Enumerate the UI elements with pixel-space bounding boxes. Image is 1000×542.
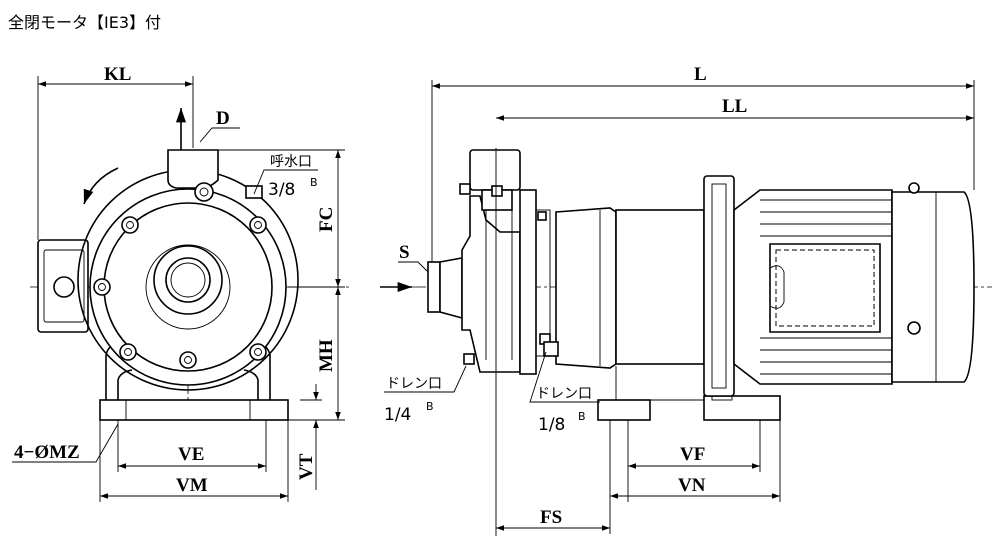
dim-FC: FC xyxy=(316,207,337,232)
dim-LL: LL xyxy=(722,96,747,117)
air-vent-thread: B xyxy=(310,176,318,189)
dim-VT: VT xyxy=(296,453,317,480)
dim-MZ: 4−ØMZ xyxy=(14,442,80,463)
dim-VN: VN xyxy=(678,475,706,496)
drain-pump-size: 1/4 xyxy=(384,405,411,425)
front-view: KL D FC MH 呼水口 3/8 B VT VE VM xyxy=(12,64,350,502)
dim-VE: VE xyxy=(178,444,204,465)
side-view: S xyxy=(380,64,992,536)
dim-FS: FS xyxy=(540,507,562,528)
drain-motor-thread: B xyxy=(578,410,586,423)
drain-motor-size: 1/8 xyxy=(538,415,565,435)
dim-L: L xyxy=(694,64,707,85)
dim-S: S xyxy=(399,242,410,263)
dim-VM: VM xyxy=(176,475,208,496)
air-vent-label: 呼水口 xyxy=(270,154,312,170)
dim-MH: MH xyxy=(316,339,337,372)
drain-motor-label: ドレン口 xyxy=(536,386,592,402)
dim-D: D xyxy=(216,108,230,129)
drain-pump-label: ドレン口 xyxy=(386,376,442,392)
drawing-title: 全閉モータ【IE3】付 xyxy=(8,13,161,32)
drain-pump-thread: B xyxy=(426,400,434,413)
air-vent-size: 3/8 xyxy=(268,180,295,200)
dim-KL: KL xyxy=(104,64,131,85)
dim-VF: VF xyxy=(680,444,705,465)
